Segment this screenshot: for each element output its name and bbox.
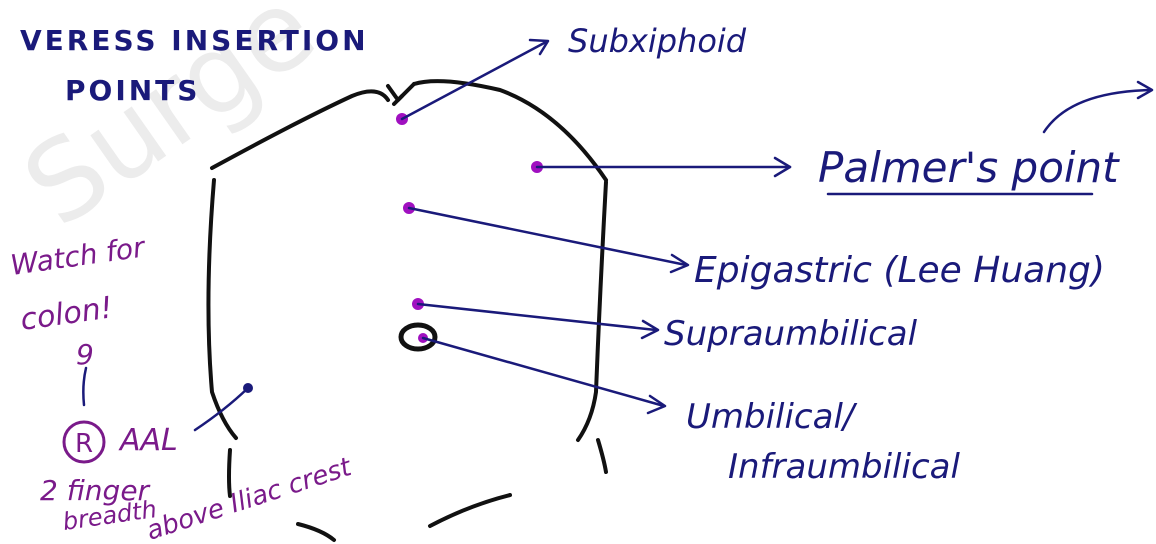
note-aal: AAL [118, 423, 178, 458]
label-palmers-point: Palmer's point [818, 143, 1120, 192]
label-supraumbilical: Supraumbilical [664, 314, 918, 354]
label-epigastric: Epigastric (Lee Huang) [694, 250, 1105, 291]
note-circled-r: R [75, 429, 93, 459]
note-fingers-line3: above Iliac crest [143, 452, 356, 544]
note-watch-for-line2: colon! [18, 290, 115, 338]
label-umbilical-line1: Umbilical/ [686, 397, 858, 437]
label-subxiphoid: Subxiphoid [568, 22, 747, 60]
note-nine: 9 [76, 338, 94, 371]
umbilicus-ring [401, 325, 435, 349]
label-umbilical-line2: Infraumbilical [728, 447, 960, 487]
torso-outline [208, 81, 606, 540]
diagram-title-line1: VERESS INSERTION [20, 24, 369, 57]
diagram-title-line2: POINTS [65, 74, 200, 107]
